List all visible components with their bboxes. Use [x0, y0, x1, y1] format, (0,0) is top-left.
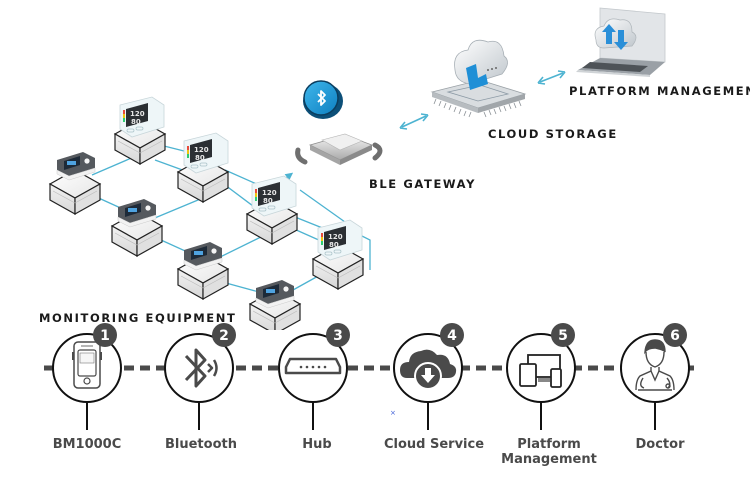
ble-gateway-icon [295, 133, 383, 165]
device-bpm-1 [114, 96, 166, 165]
step-badge-3 [326, 323, 350, 347]
step-number-5: 5 [558, 328, 568, 344]
device-bpm-3 [246, 175, 298, 245]
step-label-5: Platform Management [489, 437, 609, 467]
flow-step-6 [620, 323, 690, 430]
cloud-storage-label: CLOUD STORAGE [488, 127, 618, 141]
flow-step-5 [506, 323, 576, 430]
device-oximeter-1 [49, 151, 101, 215]
step-number-4: 4 [447, 328, 457, 344]
step-label-5-line-1: Platform [517, 437, 581, 452]
step-badge-2 [212, 323, 236, 347]
device-bpm-2 [177, 132, 229, 203]
step-number-6: 6 [670, 328, 680, 344]
flow-step-3 [278, 323, 350, 430]
flow-step-2 [164, 323, 236, 430]
step-label-5-line-2: Management [501, 452, 597, 467]
step-label-6: Doctor [635, 437, 685, 452]
step-label-3: Hub [302, 437, 332, 452]
doctor-icon [635, 339, 675, 391]
monitoring-equipment-label: MONITORING EQUIPMENT [39, 311, 237, 325]
platform-management-label: PLATFORM MANAGEMENT [569, 84, 750, 98]
network-illustration: 120 80 [49, 7, 666, 330]
cloud-download-icon [400, 349, 457, 390]
step-number-2: 2 [219, 328, 229, 344]
step-label-1: BM1000C [52, 437, 122, 452]
step-label-4: Cloud Service [383, 437, 485, 452]
pulse-oximeter-icon [72, 341, 102, 389]
bluetooth-badge-icon [303, 80, 343, 119]
step-number-1: 1 [100, 328, 110, 344]
process-flow: 1 2 3 4 5 6 [44, 323, 700, 430]
step-badge-6 [663, 323, 687, 347]
ble-gateway-label: BLE GATEWAY [369, 177, 476, 191]
gateway-cloud-link [399, 113, 429, 130]
step-number-3: 3 [333, 328, 343, 344]
device-bpm-4 [312, 219, 364, 290]
hub-icon [284, 357, 342, 375]
step-badge-5 [551, 323, 575, 347]
device-oximeter-3 [177, 241, 229, 300]
step-badge-1 [93, 323, 117, 347]
bluetooth-icon [184, 348, 218, 388]
flow-step-4 [393, 323, 464, 430]
step-label-2: Bluetooth [165, 437, 237, 452]
stray-mark: × [390, 409, 396, 417]
device-oximeter-2 [111, 198, 163, 257]
step-badge-4 [440, 323, 464, 347]
flow-step-1 [52, 323, 122, 430]
cloud-platform-link [537, 70, 566, 85]
laptop-icon [576, 7, 666, 77]
cloud-storage-icon [430, 39, 527, 118]
devices-icon [519, 354, 562, 388]
